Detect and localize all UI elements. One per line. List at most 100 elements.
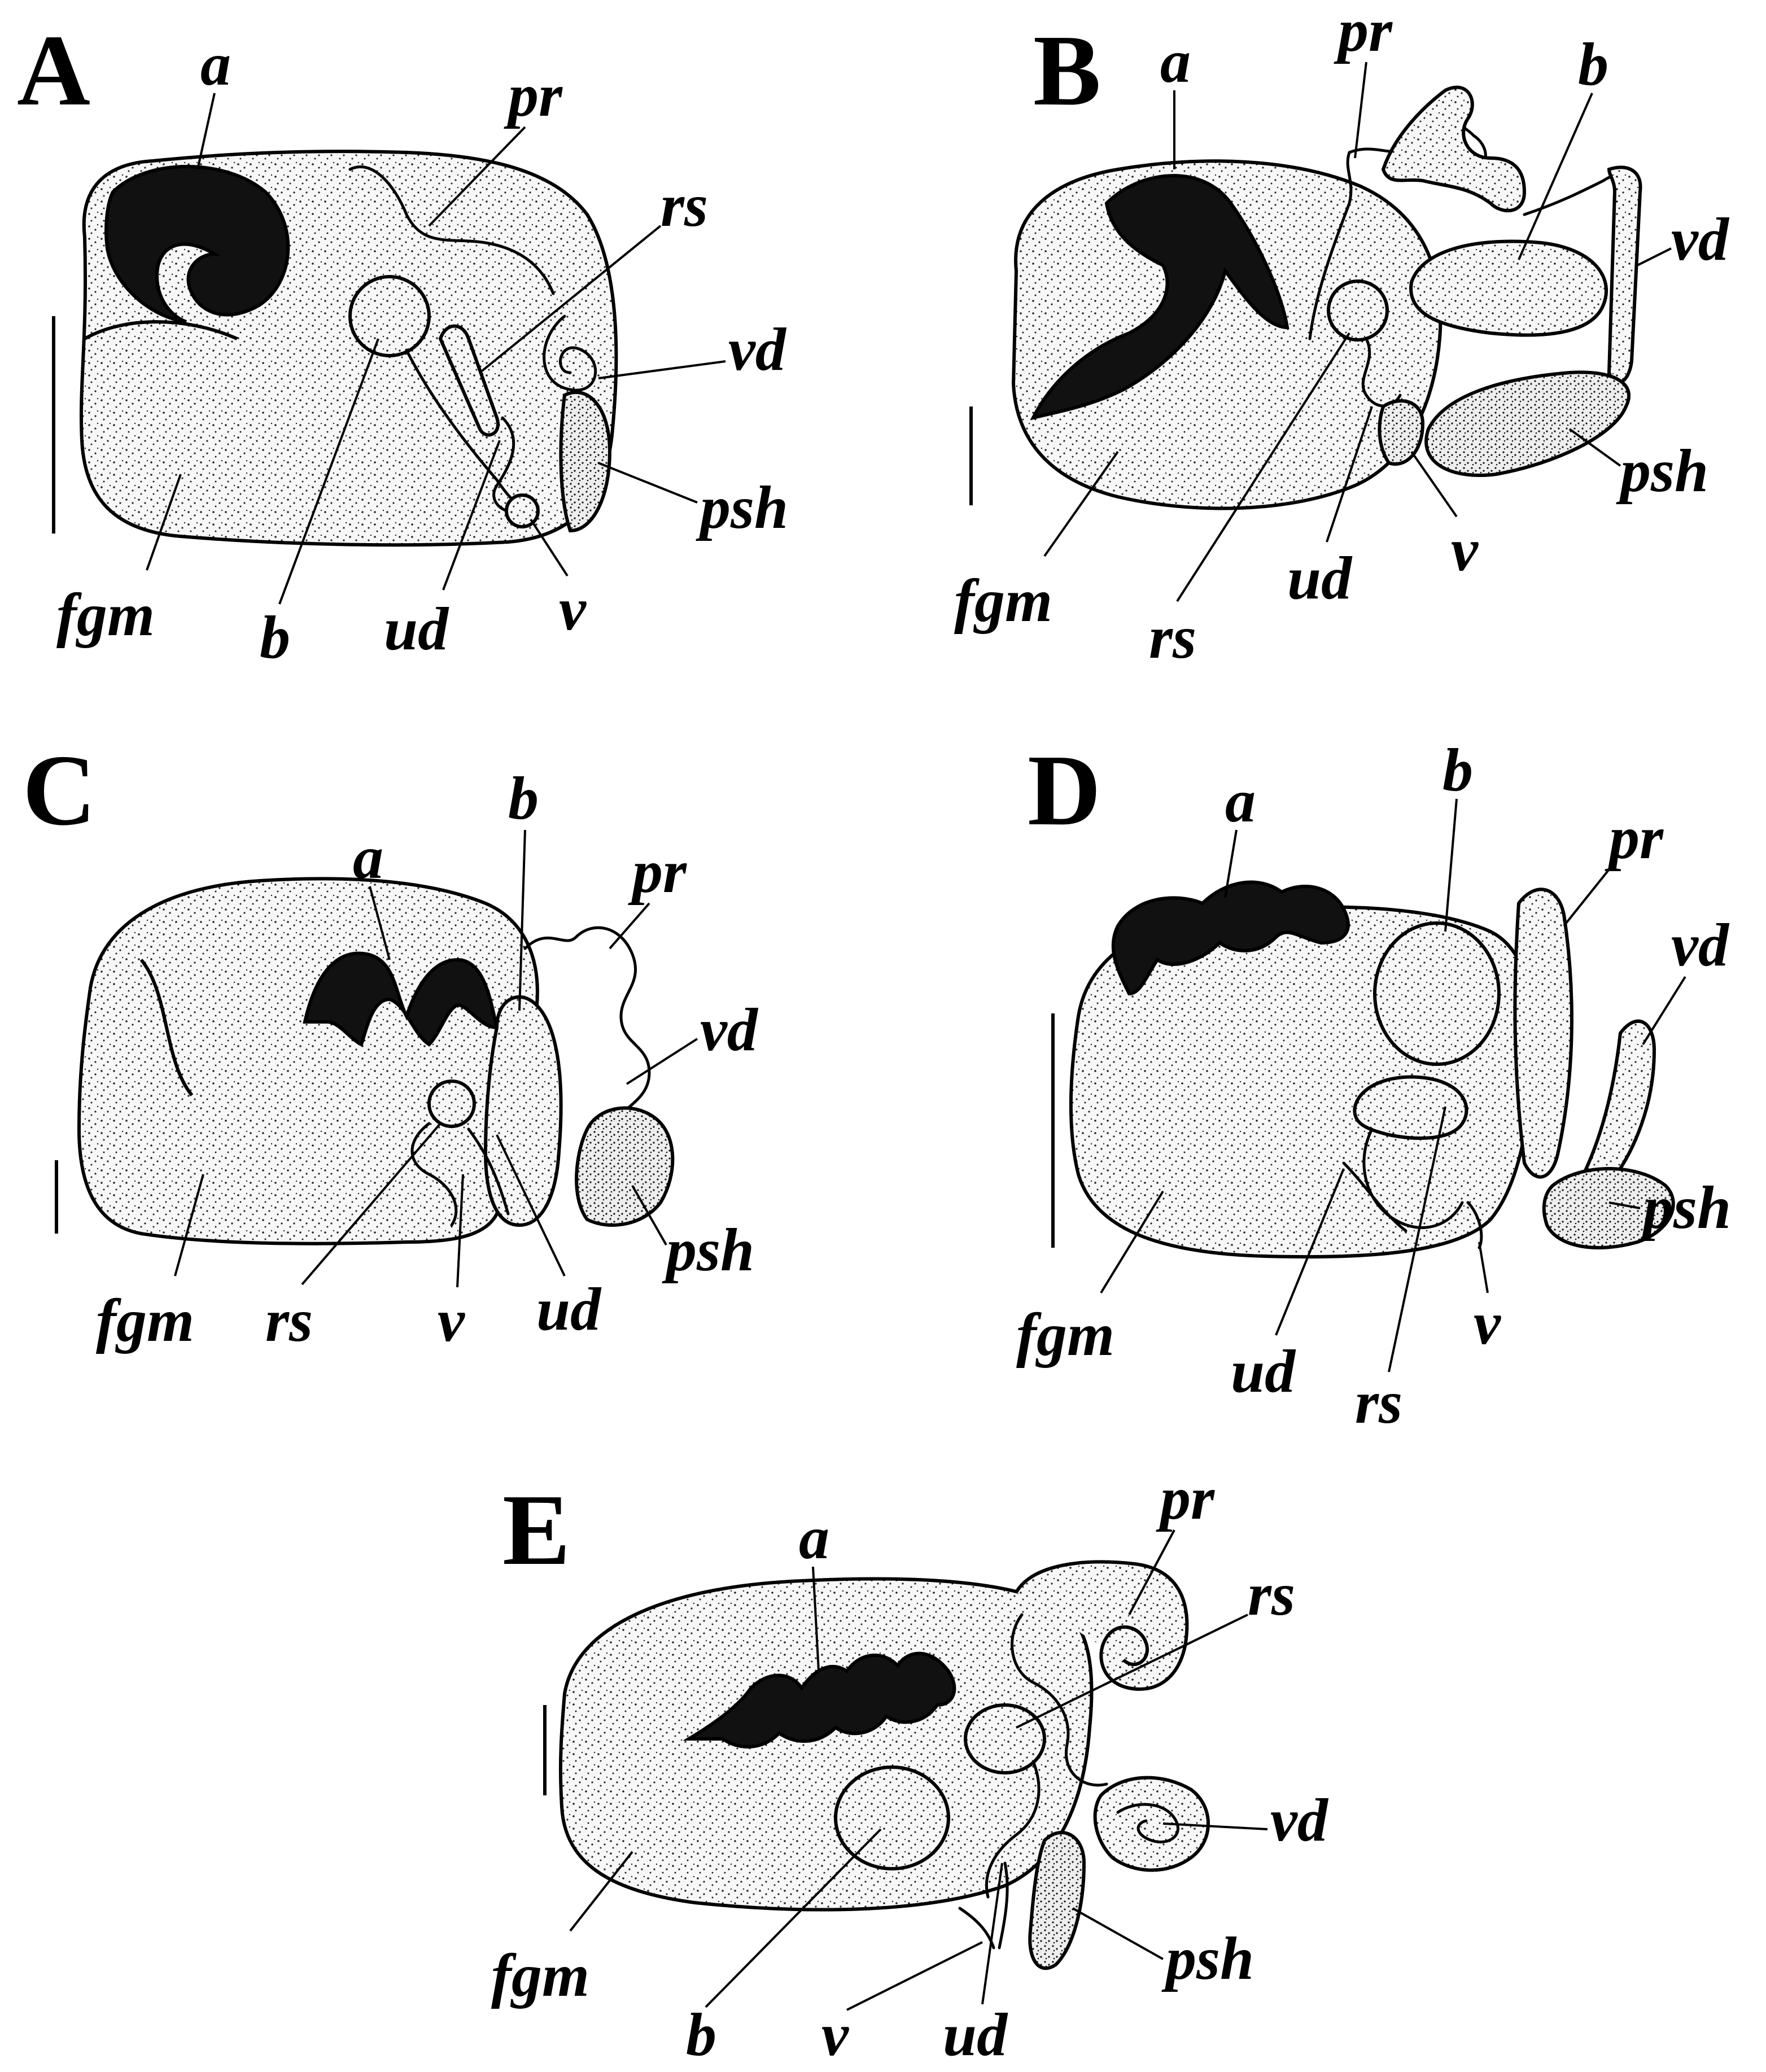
leader-a — [1224, 829, 1238, 898]
receptaculum-seminis — [438, 324, 500, 437]
leader-psh — [631, 1185, 667, 1245]
prostate — [1015, 1560, 1189, 1691]
panel-letter: C — [23, 734, 96, 846]
labels: a b pr vd psh fgm ud rs v — [1016, 737, 1731, 1436]
panel-letter: D — [1028, 734, 1101, 846]
prostate — [523, 926, 651, 1131]
label-rs: rs — [661, 172, 708, 239]
leader-fgm — [569, 1851, 633, 1932]
leader-vd — [598, 360, 726, 379]
leader-pr — [609, 902, 650, 950]
leader-vd — [1162, 1822, 1268, 1830]
leader-a — [196, 93, 216, 170]
receptaculum-seminis — [1353, 1075, 1468, 1140]
leader-fgm — [1100, 1190, 1164, 1294]
label-ud: ud — [384, 596, 449, 663]
gland-lobe-fold — [84, 320, 238, 340]
label-v: v — [1474, 1290, 1501, 1357]
bursa-copulatrix — [1409, 239, 1608, 337]
leader-v — [530, 518, 569, 577]
label-ud: ud — [1287, 545, 1353, 612]
leader-a — [369, 886, 391, 960]
leader-v — [1478, 1242, 1489, 1293]
albumen-gland — [1030, 174, 1289, 421]
label-rs: rs — [1149, 604, 1196, 671]
leader-rs — [1016, 1614, 1248, 1729]
label-b: b — [508, 765, 539, 832]
label-v: v — [559, 576, 587, 643]
vas-deferens — [543, 314, 597, 392]
leader-ud — [1326, 406, 1373, 543]
label-b: b — [686, 2001, 716, 2069]
labels: a pr rs vd psh fgm b v ud — [491, 1465, 1329, 2069]
label-fgm: fgm — [96, 1287, 194, 1354]
label-vd: vd — [700, 996, 759, 1064]
bursa-copulatrix — [348, 275, 431, 357]
leader-vd — [626, 1038, 698, 1085]
leader-b — [705, 1828, 882, 2008]
receptaculum-duct — [985, 1760, 1041, 1899]
leader-pr — [428, 126, 526, 227]
leader-v — [846, 1941, 983, 2011]
leader-rs — [479, 225, 662, 374]
label-fgm: fgm — [1016, 1301, 1114, 1369]
leader-b — [1444, 798, 1458, 932]
label-psh: psh — [662, 1217, 754, 1284]
leader-b — [278, 338, 379, 605]
leader-fgm — [174, 1174, 204, 1277]
receptaculum-seminis — [1327, 279, 1389, 342]
penis-sheath — [1542, 1167, 1675, 1249]
label-vd: vd — [1270, 1787, 1329, 1854]
label-rs: rs — [265, 1287, 313, 1354]
leader-psh — [598, 462, 698, 504]
leader-fgm — [146, 474, 182, 571]
uterine-duct — [998, 1861, 1009, 1949]
penis-sheath — [1028, 1830, 1086, 1970]
leader-a — [812, 1566, 820, 1672]
label-v: v — [1451, 517, 1479, 584]
panel-letter: A — [17, 14, 90, 126]
label-b: b — [1442, 737, 1473, 804]
reproductive-tract — [558, 1560, 1210, 1970]
penis-sheath — [1424, 370, 1631, 477]
label-ud: ud — [536, 1276, 602, 1343]
label-a: a — [799, 1505, 829, 1572]
leader-pr — [1563, 868, 1610, 927]
label-pr: pr — [628, 838, 687, 906]
reproductive-tract — [79, 150, 618, 547]
gland-lobe-fold — [139, 959, 194, 1096]
label-vd: vd — [728, 316, 787, 383]
label-b: b — [260, 604, 290, 671]
prostate-tube — [1381, 85, 1527, 212]
leader-psh — [1072, 1907, 1164, 1960]
bursa-copulatrix — [1373, 921, 1501, 1066]
uterine-duct — [410, 1122, 458, 1227]
female-gland-mass — [77, 877, 539, 1245]
leader-b — [1518, 93, 1593, 260]
label-v: v — [821, 2001, 849, 2069]
leader-rs — [301, 1122, 442, 1286]
label-psh: psh — [1161, 1925, 1254, 1992]
panel-letter: E — [502, 1474, 570, 1586]
reproductive-tract — [1069, 880, 1675, 1259]
label-psh: psh — [1616, 438, 1708, 505]
albumen-gland — [104, 165, 290, 324]
label-vd: vd — [1671, 912, 1730, 979]
leader-b — [518, 829, 526, 1011]
receptaculum-seminis — [427, 1079, 476, 1128]
receptaculum-seminis — [964, 1703, 1046, 1774]
panel-c: C a b pr vd psh fgm rs — [23, 734, 759, 1354]
leader-pr — [1128, 1529, 1175, 1615]
vagina — [1378, 399, 1425, 466]
label-v: v — [438, 1287, 465, 1354]
prostate — [1308, 120, 1487, 340]
prostate-coil — [1011, 1613, 1108, 1787]
leader-rs — [1176, 332, 1350, 602]
panel-letter: B — [1033, 14, 1101, 126]
label-a: a — [200, 31, 231, 98]
leader-pr — [1354, 62, 1367, 159]
label-fgm: fgm — [491, 1942, 589, 2009]
leader-psh — [1568, 428, 1621, 467]
vagina — [505, 493, 540, 528]
